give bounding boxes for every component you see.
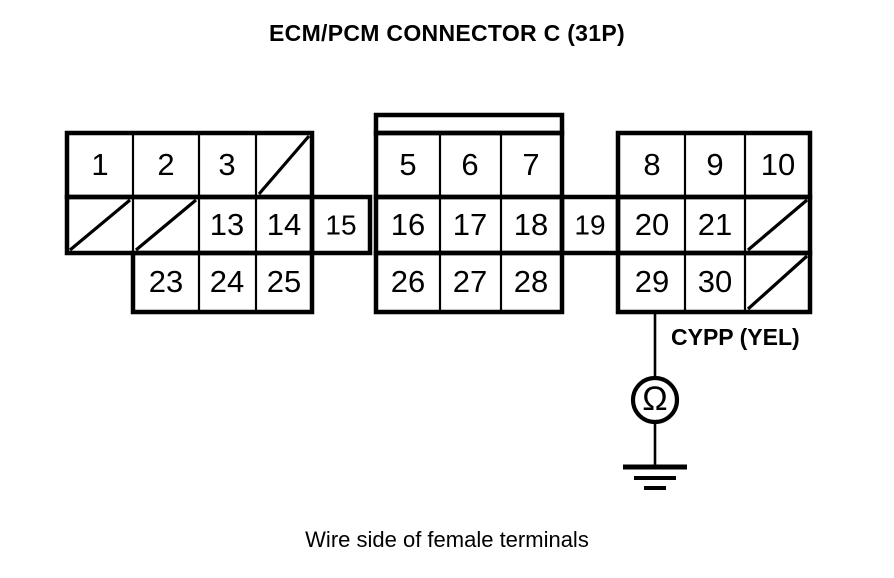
left-block: 1 2 3 13 14 23 24 25	[64, 130, 315, 315]
bridge-cell-19: 19	[559, 194, 621, 256]
unused-cavity-slash	[746, 254, 809, 311]
middle-block-row1: 5 6 7	[373, 130, 565, 200]
bridge-cell-15: 15	[309, 194, 373, 256]
terminal-2[interactable]: 2	[157, 147, 174, 182]
ohm-symbol: Ω	[642, 380, 667, 418]
terminal-23[interactable]: 23	[149, 264, 183, 299]
terminal-24[interactable]: 24	[210, 264, 244, 299]
test-circuit: Ω CYPP (YEL)	[623, 312, 800, 490]
terminal-21[interactable]: 21	[698, 207, 732, 242]
terminal-27[interactable]: 27	[453, 264, 487, 299]
right-block-row1: 8 9 10	[615, 130, 813, 200]
unused-cavity-slash	[257, 134, 311, 196]
terminal-25[interactable]: 25	[267, 264, 301, 299]
connector-lock-tab	[373, 112, 565, 136]
terminal-6[interactable]: 6	[461, 147, 478, 182]
unused-cavity-slash	[746, 198, 809, 252]
left-row3-outline	[130, 250, 315, 315]
wire-label: CYPP (YEL)	[671, 324, 800, 350]
middle-row3-outline	[373, 250, 565, 315]
terminal-3[interactable]: 3	[218, 147, 235, 182]
terminal-16[interactable]: 16	[391, 207, 425, 242]
terminal-13[interactable]: 13	[210, 207, 244, 242]
right-block-row2: 20 21	[615, 194, 813, 256]
terminal-30[interactable]: 30	[698, 264, 732, 299]
terminal-29[interactable]: 29	[635, 264, 669, 299]
left-block-row1: 1 2 3	[64, 130, 315, 200]
right-block: 8 9 10 20 21 29 30	[615, 130, 813, 315]
right-block-row3: 29 30	[615, 250, 813, 315]
terminal-28[interactable]: 28	[514, 264, 548, 299]
right-row3-outline	[615, 250, 813, 315]
terminal-14[interactable]: 14	[267, 207, 301, 242]
terminal-15[interactable]: 15	[325, 209, 356, 240]
unused-cavity-slash	[134, 198, 198, 252]
terminal-20[interactable]: 20	[635, 207, 669, 242]
terminal-9[interactable]: 9	[706, 147, 723, 182]
terminal-19[interactable]: 19	[574, 209, 605, 240]
terminal-10[interactable]: 10	[761, 147, 795, 182]
left-block-row3: 23 24 25	[130, 250, 315, 315]
middle-block-row3: 26 27 28	[373, 250, 565, 315]
terminal-17[interactable]: 17	[453, 207, 487, 242]
page-title: ECM/PCM CONNECTOR C (31P)	[269, 20, 625, 46]
middle-block-row2: 16 17 18	[373, 194, 565, 256]
terminal-5[interactable]: 5	[399, 147, 416, 182]
terminal-8[interactable]: 8	[643, 147, 660, 182]
terminal-1[interactable]: 1	[91, 147, 108, 182]
terminal-26[interactable]: 26	[391, 264, 425, 299]
middle-block: 5 6 7 16 17 18 26 27 28	[373, 112, 565, 315]
unused-cavity-slash	[68, 198, 132, 252]
terminal-18[interactable]: 18	[514, 207, 548, 242]
left-block-row2: 13 14	[64, 194, 315, 256]
diagram-caption: Wire side of female terminals	[305, 527, 589, 552]
terminal-7[interactable]: 7	[522, 147, 539, 182]
bridge-15-outline	[309, 194, 373, 256]
